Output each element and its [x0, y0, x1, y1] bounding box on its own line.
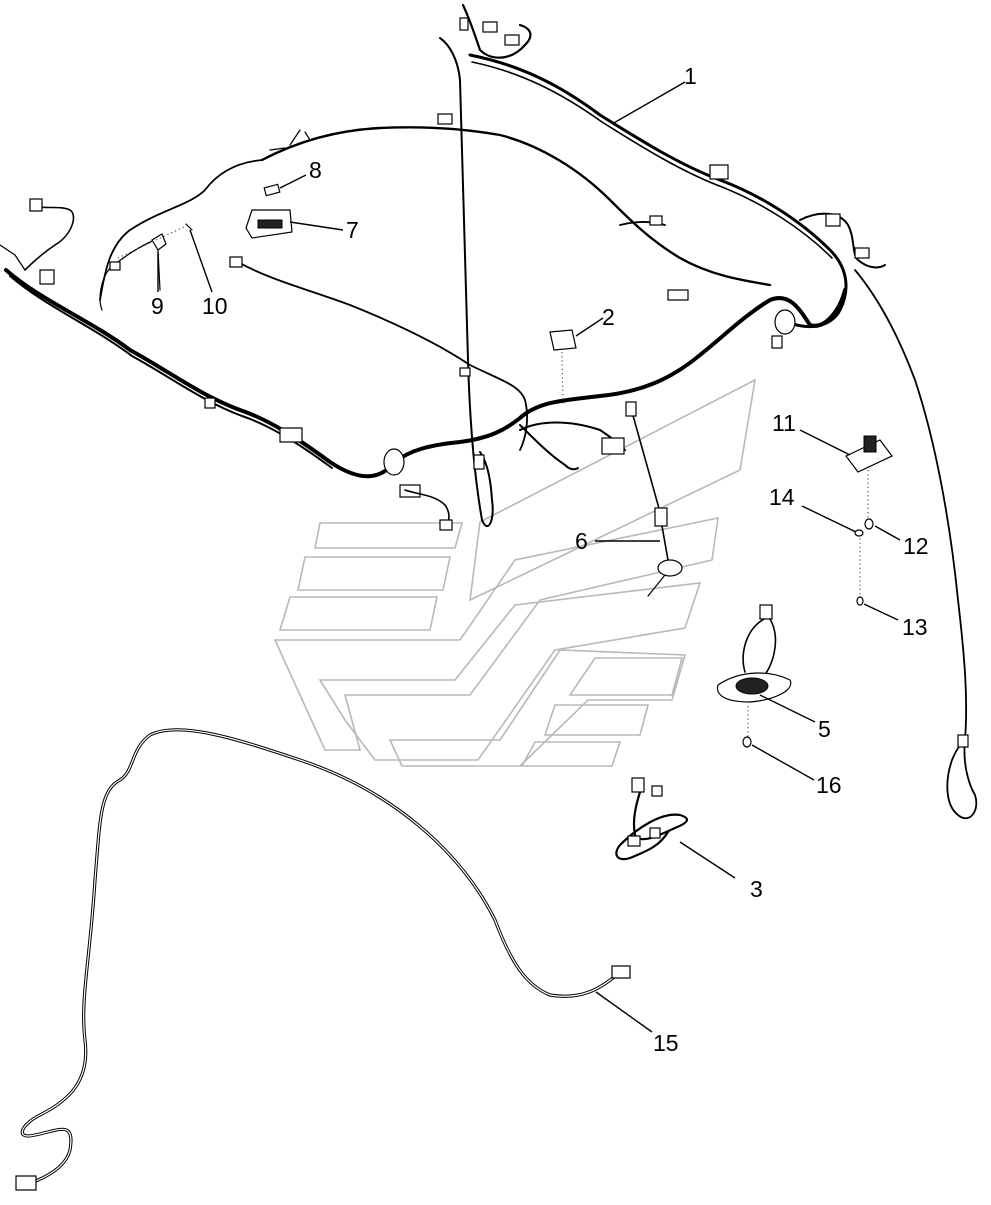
part-11-switch-plate — [845, 435, 893, 600]
part-15-cable — [15, 728, 631, 1191]
callout-7: 7 — [346, 217, 359, 243]
callout-6: 6 — [575, 528, 588, 554]
callout-14: 14 — [769, 484, 795, 510]
callout-3: 3 — [750, 876, 763, 902]
callout-8: 8 — [309, 157, 322, 183]
callout-9: 9 — [151, 293, 164, 319]
part-2-cap — [549, 329, 577, 406]
callout-1: 1 — [684, 63, 697, 89]
part-13-screw — [856, 596, 864, 606]
main-harness — [0, 3, 978, 820]
callout-16: 16 — [816, 772, 842, 798]
part-10-screw — [117, 223, 193, 259]
part-5-assembly — [716, 604, 792, 738]
callout-15: 15 — [653, 1030, 679, 1056]
callout-10: 10 — [202, 293, 228, 319]
callout-13: 13 — [902, 614, 928, 640]
part-6-sender — [625, 401, 683, 597]
callout-5: 5 — [818, 716, 831, 742]
part-8-bulb — [263, 183, 281, 197]
background-logo-watermark — [273, 378, 757, 767]
callout-12: 12 — [903, 533, 929, 559]
callout-2: 2 — [602, 304, 615, 330]
part-3-harness — [615, 777, 688, 861]
callout-labels: 1 2 3 5 6 7 8 9 10 11 12 13 14 15 16 — [151, 63, 929, 1056]
leader-lines — [157, 81, 901, 1033]
part-14-washer — [854, 529, 864, 537]
callout-11: 11 — [772, 410, 796, 436]
part-7-lamp — [245, 209, 293, 239]
part-16-fastener — [742, 736, 752, 748]
part-12-nut — [864, 518, 874, 530]
part-9-switch — [151, 233, 167, 291]
